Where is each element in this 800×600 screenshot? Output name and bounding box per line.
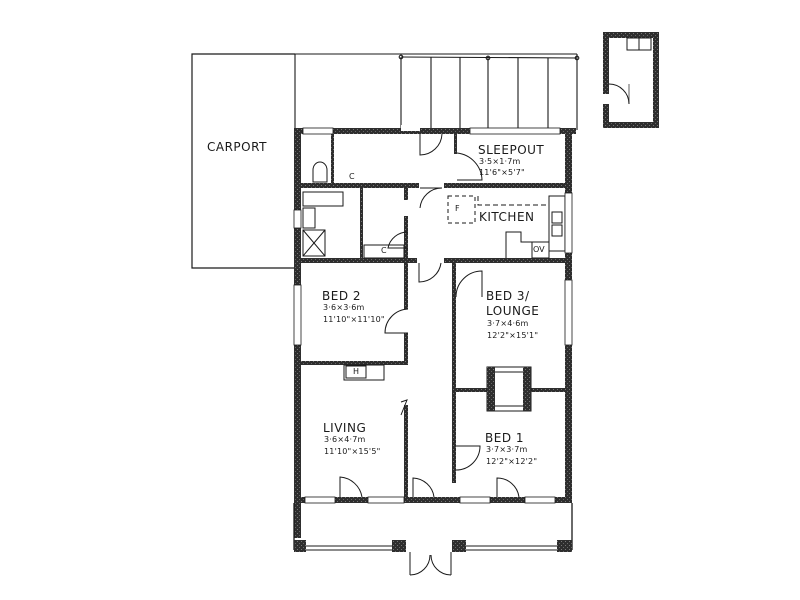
fixtures — [302, 161, 566, 412]
windows — [293, 127, 573, 504]
living-label: LIVING — [323, 421, 367, 435]
bed2-imperial: 11'10"×11'10" — [323, 315, 385, 324]
living-imperial: 11'10"×15'5" — [324, 447, 381, 456]
sleepout-label: SLEEPOUT — [478, 143, 545, 157]
bed3-label-lounge: LOUNGE — [486, 304, 540, 318]
pergola — [294, 53, 580, 130]
bed3-metric: 3·7×4·6m — [487, 319, 529, 328]
doors — [339, 133, 520, 498]
living-metric: 3·6×4·7m — [324, 435, 366, 444]
cupboard-hall-label: C — [381, 246, 387, 255]
sleepout-metric: 3·5×1·7m — [479, 157, 521, 166]
carport-outline — [191, 53, 295, 269]
carport-label: CARPORT — [207, 140, 267, 154]
veranda — [293, 503, 573, 576]
bed3-label: BED 3/ — [486, 289, 530, 303]
cupboard-laundry-label: C — [349, 172, 355, 181]
fridge-label: F — [455, 204, 460, 213]
shed — [603, 32, 659, 128]
bed1-label: BED 1 — [485, 431, 525, 445]
kitchen-label: KITCHEN — [479, 210, 535, 224]
bed3-imperial: 12'2"×15'1" — [487, 331, 539, 340]
bed1-metric: 3·7×3·7m — [486, 445, 528, 454]
oven-label: OV — [533, 245, 545, 254]
heater-label: H — [353, 367, 360, 376]
bed1-imperial: 12'2"×12'2" — [486, 457, 538, 466]
bed2-label: BED 2 — [322, 289, 362, 303]
sleepout-imperial: 11'6"×5'7" — [479, 168, 525, 177]
bed2-metric: 3·6×3·6m — [323, 303, 365, 312]
